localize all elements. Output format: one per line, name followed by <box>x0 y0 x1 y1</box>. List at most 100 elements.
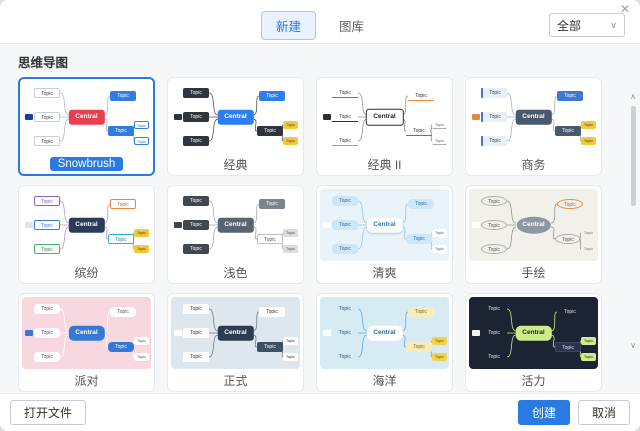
mini-central-node: Central <box>365 108 404 126</box>
mini-subtopic-node: Topic <box>134 245 149 253</box>
mini-topic-node: Topic <box>488 329 500 336</box>
mini-subtopic-node: Topic <box>432 337 447 345</box>
mini-topic-node: Topic <box>34 244 60 254</box>
template-preview: Topic Topic Topic Central Topic Topic To… <box>22 297 151 369</box>
mini-topic-node: Topic <box>408 91 434 101</box>
mini-topic-node: Topic <box>332 88 358 98</box>
mindmap-links-icon <box>357 308 433 358</box>
mindmap-links-icon <box>506 92 582 142</box>
template-card-fresh[interactable]: Topic Topic Topic Central Topic Topic To… <box>316 185 453 284</box>
color-chip <box>174 114 182 120</box>
tab-new[interactable]: 新建 <box>260 11 316 40</box>
template-preview: Topic Topic Topic Central Topic Topic To… <box>22 81 151 153</box>
mini-topic-node: Topic <box>183 352 209 362</box>
mini-topic-node: Topic <box>339 329 351 336</box>
mini-central-node: Central <box>217 109 254 125</box>
mini-subtopic-node: Topic <box>283 245 298 253</box>
mini-topic-node: Topic <box>257 126 283 136</box>
mini-topic-node: Topic <box>259 91 285 101</box>
tab-gallery[interactable]: 图库 <box>339 20 365 34</box>
scrollbar-thumb[interactable] <box>631 106 636 206</box>
template-grid: Topic Topic Topic Central Topic Topic To… <box>0 77 640 392</box>
mini-subtopic-node: Topic <box>432 121 447 129</box>
mini-central-node: Central <box>515 109 552 125</box>
mini-topic-node: Topic <box>183 88 209 98</box>
color-chip <box>472 222 480 228</box>
template-preview: Topic Topic Topic Central Topic Topic To… <box>171 297 300 369</box>
template-name: 海洋 <box>372 374 397 388</box>
template-card-vitality[interactable]: Topic Topic Topic Central Topic Topic To… <box>465 293 602 392</box>
filter-dropdown[interactable]: 全部 ∨ <box>549 13 625 37</box>
template-preview: Topic Topic Topic Central Topic Topic To… <box>171 189 300 261</box>
cancel-button[interactable]: 取消 <box>577 400 630 425</box>
mini-topic-node: Topic <box>555 126 581 136</box>
create-button[interactable]: 创建 <box>517 400 570 425</box>
template-preview: Topic Topic Topic Central Topic Topic To… <box>469 297 598 369</box>
mini-topic-node: Topic <box>481 88 507 98</box>
template-card-party[interactable]: Topic Topic Topic Central Topic Topic To… <box>18 293 155 392</box>
mini-central-node: Central <box>515 325 552 341</box>
template-card-light[interactable]: Topic Topic Topic Central Topic Topic To… <box>167 185 304 284</box>
mini-subtopic-node: Topic <box>581 121 596 129</box>
mini-topic-node: Topic <box>555 342 581 352</box>
mini-topic-node: Topic <box>183 244 209 254</box>
template-name: 派对 <box>74 374 99 388</box>
template-preview: Topic Topic Topic Central Topic Topic To… <box>320 297 449 369</box>
template-card-snowbrush[interactable]: Topic Topic Topic Central Topic Topic To… <box>18 77 155 176</box>
mini-topic-node: Topic <box>183 136 209 146</box>
color-chip <box>323 330 331 336</box>
template-card-hand-drawn[interactable]: Topic Topic Topic Central Topic Topic To… <box>465 185 602 284</box>
template-card-formal[interactable]: Topic Topic Topic Central Topic Topic To… <box>167 293 304 392</box>
mini-topic-node: Topic <box>183 112 209 122</box>
mini-subtopic-node: Topic <box>283 137 298 145</box>
mini-central-node: Central <box>366 217 403 233</box>
template-card-business[interactable]: Topic Topic Topic Central Topic Topic To… <box>465 77 602 176</box>
template-name: 经典 II <box>367 158 402 172</box>
mini-subtopic-node: Topic <box>581 337 596 345</box>
mini-topic-node: Topic <box>259 307 285 317</box>
mini-topic-node: Topic <box>108 126 134 136</box>
dialog-header: ✕ 新建 图库 全部 ∨ <box>0 0 640 44</box>
color-chip <box>25 114 33 120</box>
mini-topic-node: Topic <box>481 196 507 206</box>
mini-subtopic-node: Topic <box>432 229 447 237</box>
mini-topic-node: Topic <box>34 196 60 206</box>
mini-central-node: Central <box>366 325 403 341</box>
template-card-classic[interactable]: Topic Topic Topic Central Topic Topic To… <box>167 77 304 176</box>
mini-central-node: Central <box>68 217 105 233</box>
mini-topic-node: Topic <box>34 352 60 362</box>
mini-topic-node: Topic <box>406 234 432 244</box>
section-title: 思维导图 <box>18 56 69 70</box>
template-card-classic-2[interactable]: Topic Topic Topic Central Topic Topic To… <box>316 77 453 176</box>
template-card-ocean[interactable]: Topic Topic Topic Central Topic Topic To… <box>316 293 453 392</box>
template-name: 正式 <box>223 374 248 388</box>
close-icon[interactable]: ✕ <box>619 2 631 16</box>
mini-subtopic-node: Topic <box>134 137 149 145</box>
mini-subtopic-node: Topic <box>432 137 447 145</box>
mini-subtopic-node: Topic <box>134 229 149 237</box>
mini-subtopic-node: Topic <box>581 353 596 361</box>
mini-topic-node: Topic <box>34 220 60 230</box>
mini-topic-node: Topic <box>339 353 351 360</box>
mini-central-node: Central <box>68 109 105 125</box>
open-file-button[interactable]: 打开文件 <box>10 400 87 425</box>
template-name: 清爽 <box>372 266 397 280</box>
mini-topic-node: Topic <box>257 234 283 244</box>
mini-central-node: Central <box>217 217 254 233</box>
scroll-down-icon[interactable]: ∨ <box>630 341 636 350</box>
mini-topic-node: Topic <box>34 304 60 314</box>
scroll-up-icon[interactable]: ∧ <box>630 92 636 101</box>
mini-topic-node: Topic <box>108 234 134 244</box>
mini-topic-node: Topic <box>257 342 283 352</box>
chevron-down-icon: ∨ <box>610 19 617 30</box>
mini-topic-node: Topic <box>183 220 209 230</box>
mini-central-node: Central <box>68 325 105 341</box>
vertical-scrollbar[interactable]: ∧ ∨ <box>627 92 639 351</box>
mini-topic-node: Topic <box>34 112 60 122</box>
footer-actions: 创建 取消 <box>517 400 630 425</box>
template-card-colorful[interactable]: Topic Topic Topic Central Topic Topic To… <box>18 185 155 284</box>
mini-topic-node: Topic <box>555 234 581 244</box>
mini-topic-node: Topic <box>564 308 576 315</box>
mini-subtopic-node: Topic <box>134 353 149 361</box>
